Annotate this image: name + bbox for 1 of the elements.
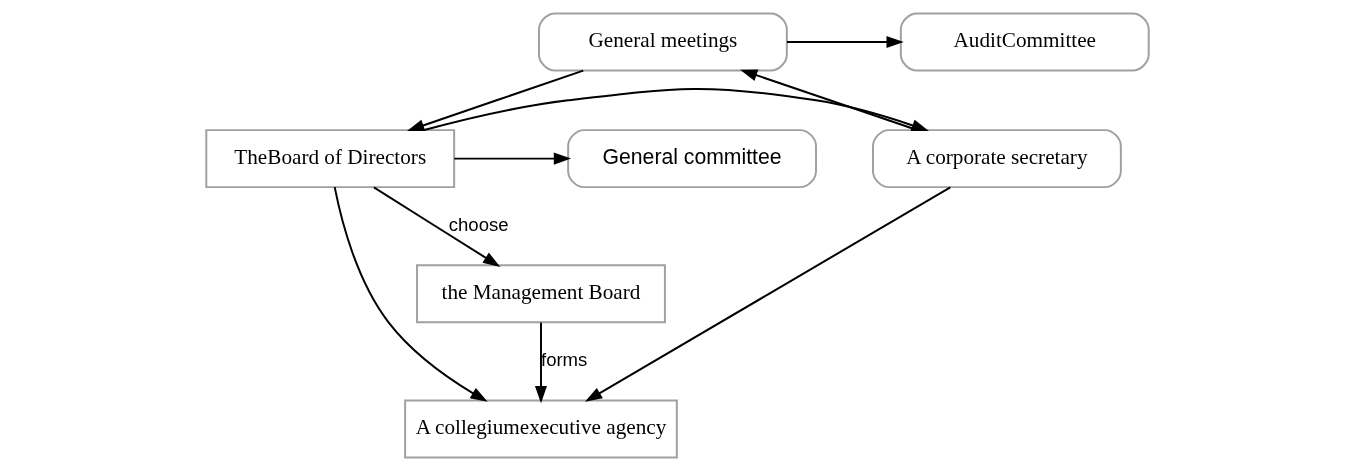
edge-label: choose bbox=[448, 214, 509, 236]
